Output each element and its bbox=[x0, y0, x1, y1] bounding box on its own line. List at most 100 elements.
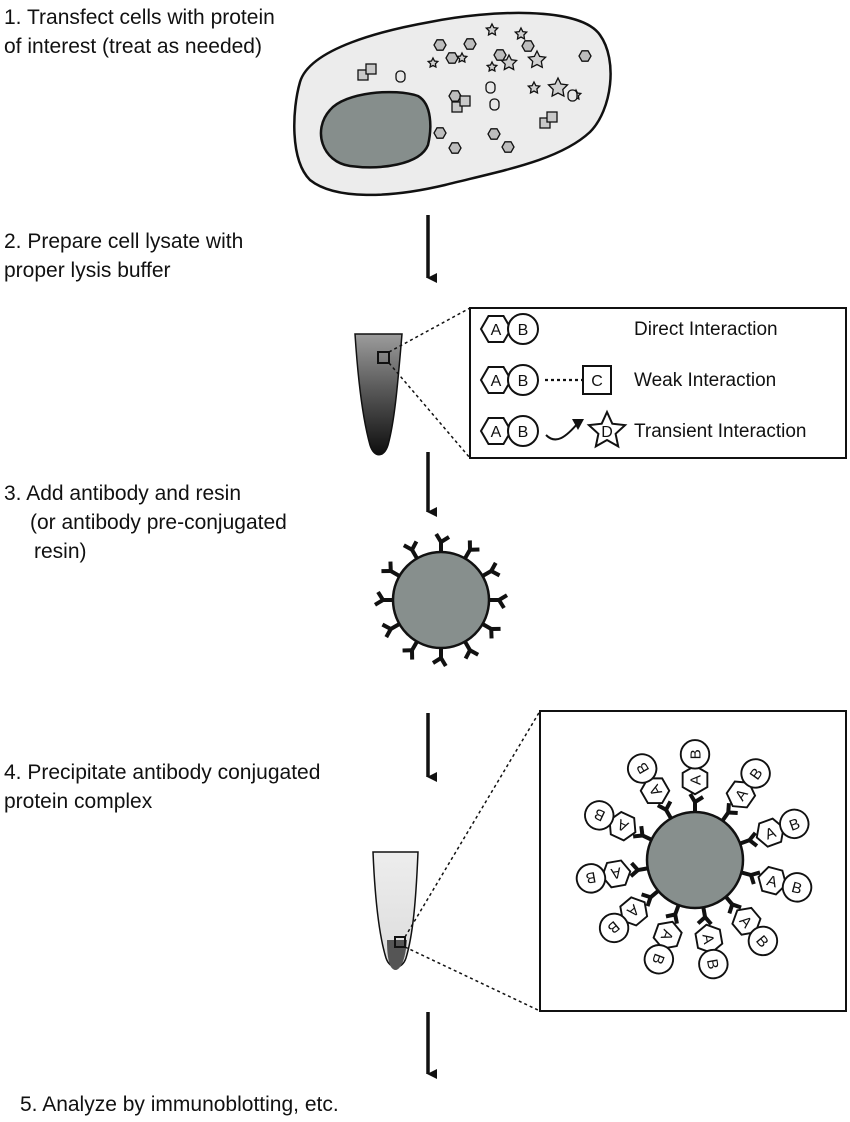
protein-hexagon-icon bbox=[448, 142, 462, 154]
protein-star-icon bbox=[485, 60, 499, 73]
protein-c-square bbox=[582, 365, 612, 395]
antibody-icon bbox=[462, 638, 480, 660]
step-1-line-1: 1. Transfect cells with protein bbox=[4, 6, 275, 29]
step-3-line-1: 3. Add antibody and resin bbox=[4, 482, 241, 505]
protein-a-label: A bbox=[491, 424, 502, 441]
protein-square-icon bbox=[365, 63, 377, 75]
protein-hexagon-icon bbox=[463, 38, 477, 50]
protein-b-label: B bbox=[703, 958, 722, 971]
step-1-text: 1. Transfect cells with protein of inter… bbox=[4, 6, 275, 58]
protein-ab-complex: AB bbox=[575, 859, 632, 894]
protein-star-icon bbox=[526, 80, 542, 95]
protein-star-icon bbox=[455, 51, 469, 64]
protein-a-label: A bbox=[688, 774, 705, 785]
protein-ab-complex: AB bbox=[626, 753, 671, 805]
step-5-text: 5. Analyze by immunoblotting, etc. bbox=[20, 1093, 339, 1116]
protein-hexagon-icon bbox=[493, 49, 507, 61]
protein-hexagon-icon bbox=[578, 50, 592, 62]
protein-pill-icon bbox=[485, 81, 496, 94]
protein-b-label: B bbox=[584, 868, 597, 887]
complex-resin-bead bbox=[645, 810, 745, 910]
lysate-zoom-box bbox=[377, 351, 390, 364]
protein-hexagon-icon bbox=[448, 90, 462, 102]
antibody-icon bbox=[479, 621, 501, 639]
protein-ab-complex: AB bbox=[731, 906, 779, 957]
protein-b-label: B bbox=[790, 879, 804, 898]
protein-star-icon bbox=[526, 49, 548, 69]
legend-label-direct: Direct Interaction bbox=[634, 319, 778, 340]
protein-pill-icon bbox=[395, 70, 406, 83]
transfected-cell bbox=[293, 11, 612, 197]
protein-b-label: B bbox=[688, 749, 705, 759]
protein-hexagon-icon bbox=[487, 128, 501, 140]
protein-a-label: A bbox=[491, 373, 502, 390]
nucleus bbox=[319, 90, 432, 169]
legend-label-transient: Transient Interaction bbox=[634, 421, 807, 442]
protein-star-icon bbox=[513, 26, 529, 41]
antibody-icon bbox=[381, 561, 403, 579]
protein-hexagon-icon bbox=[501, 141, 515, 153]
lysate-tube bbox=[354, 307, 471, 459]
step-1-line-2: of interest (treat as needed) bbox=[4, 35, 262, 58]
cell-proteins bbox=[357, 22, 592, 154]
resin-bead bbox=[391, 550, 491, 650]
antibody-icon bbox=[479, 561, 501, 579]
protein-hexagon-icon bbox=[521, 40, 535, 52]
antibody-resin-bead bbox=[373, 532, 509, 668]
step-2-line-1: 2. Prepare cell lysate with bbox=[4, 230, 243, 253]
protein-ab-complex: AB bbox=[643, 920, 683, 975]
pellet-zoom-box bbox=[394, 936, 406, 948]
protein-star-icon bbox=[547, 76, 569, 98]
protein-d-star bbox=[586, 409, 628, 449]
protein-hexagon-icon bbox=[445, 52, 459, 64]
protein-square-icon bbox=[546, 111, 558, 123]
protein-a-label: A bbox=[698, 933, 717, 947]
antibody-icon bbox=[462, 540, 480, 562]
protein-ab-complex: AB bbox=[725, 758, 771, 809]
step-4-line-2: protein complex bbox=[4, 790, 153, 813]
step-4-text: 4. Precipitate antibody conjugated prote… bbox=[4, 761, 320, 813]
protein-square-icon bbox=[357, 69, 369, 81]
protein-star-icon bbox=[426, 56, 440, 69]
protein-square-icon bbox=[451, 101, 463, 113]
legend-label-weak: Weak Interaction bbox=[634, 370, 776, 391]
protein-b-label: B bbox=[518, 322, 529, 339]
protein-b-label: B bbox=[518, 373, 529, 390]
protein-a-label: A bbox=[609, 863, 623, 882]
step-3-line-2: (or antibody pre-conjugated bbox=[30, 511, 287, 534]
step-2-text: 2. Prepare cell lysate with proper lysis… bbox=[4, 230, 243, 282]
protein-b-label: B bbox=[518, 424, 529, 441]
antibody-icon bbox=[402, 638, 420, 660]
protein-a-label: A bbox=[491, 322, 502, 339]
protein-ab-complex: AB bbox=[694, 923, 729, 980]
protein-square-icon bbox=[459, 95, 471, 107]
antibody-icon bbox=[402, 540, 420, 562]
protein-hexagon-icon bbox=[433, 39, 447, 51]
protein-star-icon bbox=[484, 22, 500, 37]
protein-hexagon-icon bbox=[433, 127, 447, 139]
protein-d-label: D bbox=[601, 424, 613, 441]
protein-pill-icon bbox=[567, 89, 578, 102]
protein-ab-complex: AB bbox=[584, 800, 637, 842]
step-4-line-1: 4. Precipitate antibody conjugated bbox=[4, 761, 320, 784]
protein-ab-complex: AB bbox=[598, 896, 649, 944]
protein-star-icon bbox=[499, 53, 519, 71]
step-3-line-3: resin) bbox=[34, 540, 87, 563]
protein-ab-complex: AB bbox=[679, 739, 711, 796]
step-5-line-1: 5. Analyze by immunoblotting, etc. bbox=[20, 1093, 339, 1116]
protein-c-label: C bbox=[591, 373, 603, 390]
step-2-line-2: proper lysis buffer bbox=[4, 259, 171, 282]
antibody-icon bbox=[381, 621, 403, 639]
protein-pill-icon bbox=[489, 98, 500, 111]
step-3-text: 3. Add antibody and resin (or antibody p… bbox=[4, 482, 287, 563]
